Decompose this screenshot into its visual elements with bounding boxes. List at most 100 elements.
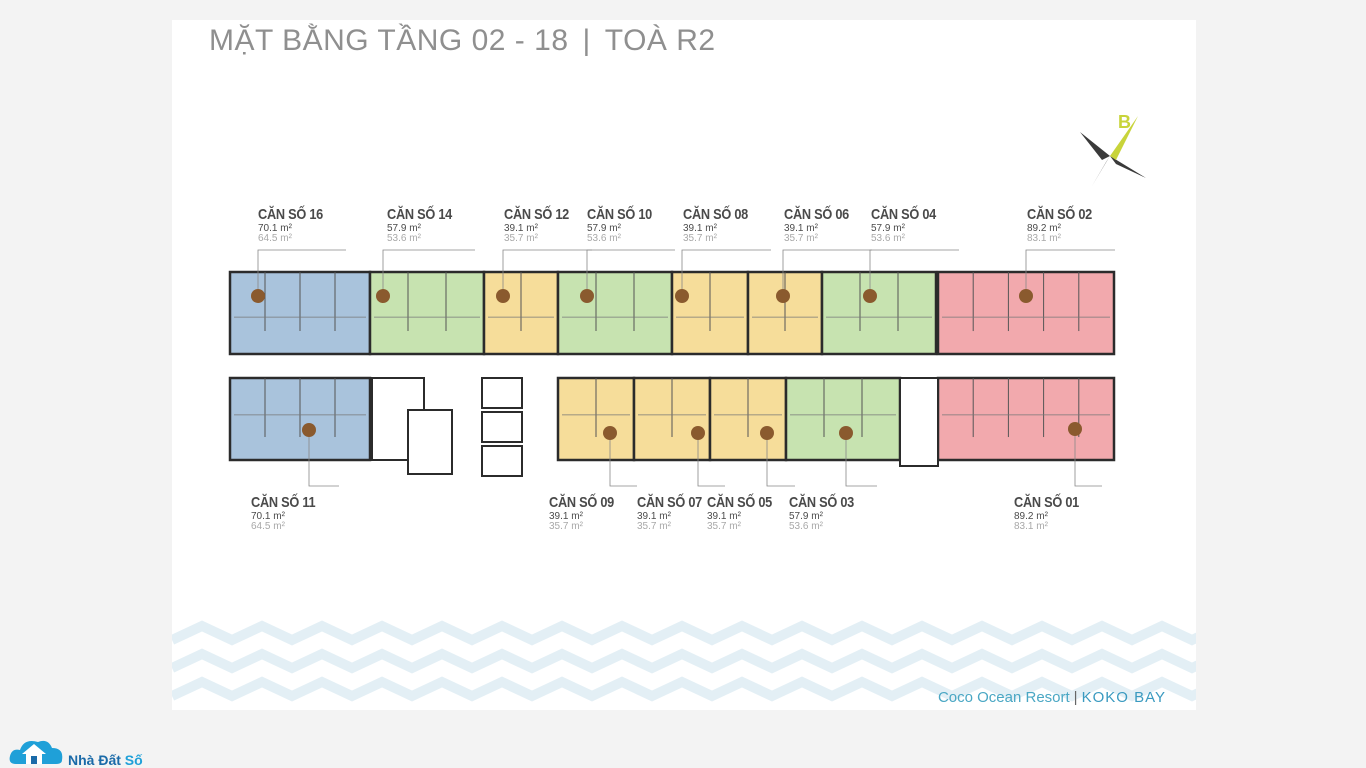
unit-name: CĂN SỐ 04 — [871, 206, 937, 223]
leader-line — [681, 249, 771, 296]
unit-marker — [675, 289, 689, 303]
unit-marker — [863, 289, 877, 303]
unit-area-net: 35.7 m² — [504, 233, 538, 244]
unit-marker — [580, 289, 594, 303]
unit-marker — [1019, 289, 1033, 303]
elevator-3 — [481, 445, 523, 477]
unit-footprint — [556, 270, 674, 356]
unit-area-total: 39.1 m² — [707, 511, 741, 522]
unit-6[interactable] — [746, 249, 872, 356]
leader-line — [697, 433, 725, 487]
building-core — [230, 356, 1114, 477]
unit-name: CĂN SỐ 03 — [789, 494, 855, 511]
unit-12[interactable] — [708, 376, 795, 487]
watermark-part1: Nhà Đất — [68, 752, 125, 768]
unit-marker — [251, 289, 265, 303]
unit-area-net: 35.7 m² — [637, 521, 671, 532]
unit-area-total: 89.2 m² — [1014, 511, 1048, 522]
floor-plan-diagram — [172, 249, 1196, 702]
leader-line — [382, 249, 475, 296]
unit-name: CĂN SỐ 10 — [587, 206, 653, 223]
unit-area-total: 57.9 m² — [387, 223, 421, 234]
watermark-part2: Số — [124, 752, 143, 768]
leader-line — [1025, 249, 1115, 296]
unit-marker — [376, 289, 390, 303]
watermark-text: Nhà Đất Số — [68, 752, 143, 768]
leader-line — [869, 249, 959, 296]
brand-footer: Coco Ocean Resort|KOKO BAY — [938, 689, 1166, 706]
unit-name: CĂN SỐ 14 — [387, 206, 453, 223]
title-floor: MẶT BẰNG TẦNG 02 - 18 — [209, 24, 569, 57]
unit-area-total: 39.1 m² — [549, 511, 583, 522]
unit-area-net: 53.6 m² — [587, 233, 621, 244]
unit-area-total: 70.1 m² — [251, 511, 285, 522]
elevator-left — [407, 409, 453, 475]
unit-area-total: 39.1 m² — [504, 223, 538, 234]
unit-marker — [1068, 422, 1082, 436]
brand-separator: | — [1073, 689, 1078, 706]
unit-11[interactable] — [632, 376, 725, 487]
unit-footprint — [936, 376, 1116, 462]
unit-area-net: 83.1 m² — [1027, 233, 1061, 244]
leader-line — [257, 249, 346, 296]
unit-name: CĂN SỐ 05 — [707, 494, 773, 511]
unit-marker — [496, 289, 510, 303]
leader-line — [782, 249, 872, 296]
leader-line — [609, 433, 637, 487]
unit-area-total: 89.2 m² — [1027, 223, 1061, 234]
compass-icon: B — [1080, 112, 1146, 186]
unit-2[interactable] — [368, 249, 486, 356]
unit-10[interactable] — [556, 376, 637, 487]
unit-marker — [776, 289, 790, 303]
unit-name: CĂN SỐ 02 — [1027, 206, 1093, 223]
unit-area-net: 35.7 m² — [549, 521, 583, 532]
unit-area-net: 35.7 m² — [784, 233, 818, 244]
unit-marker — [603, 426, 617, 440]
title-building: TOÀ R2 — [604, 24, 716, 57]
unit-13[interactable] — [784, 376, 902, 487]
unit-14[interactable] — [936, 376, 1116, 487]
unit-name: CĂN SỐ 12 — [504, 206, 570, 223]
elevator-2 — [481, 411, 523, 443]
unit-area-net: 64.5 m² — [251, 521, 285, 532]
unit-area-total: 39.1 m² — [784, 223, 818, 234]
brand-resort: Coco Ocean Resort — [937, 689, 1070, 706]
unit-name: CĂN SỐ 07 — [637, 494, 703, 511]
leader-line — [1074, 429, 1102, 487]
leader-line — [308, 430, 339, 487]
unit-name: CĂN SỐ 06 — [784, 206, 850, 223]
unit-area-net: 64.5 m² — [258, 233, 292, 244]
unit-1[interactable] — [228, 249, 372, 356]
unit-area-net: 53.6 m² — [789, 521, 823, 532]
elevator-1 — [481, 377, 523, 409]
title-separator: | — [582, 24, 591, 57]
unit-footprint — [820, 270, 938, 356]
leader-line — [845, 433, 877, 487]
unit-area-net: 35.7 m² — [683, 233, 717, 244]
unit-5[interactable] — [670, 249, 771, 356]
unit-footprint — [784, 376, 902, 462]
cloud-house-logo-icon — [9, 740, 63, 764]
unit-4[interactable] — [556, 249, 675, 356]
unit-area-total: 57.9 m² — [587, 223, 621, 234]
unit-area-total: 39.1 m² — [637, 511, 671, 522]
unit-name: CĂN SỐ 01 — [1014, 494, 1080, 511]
unit-area-net: 83.1 m² — [1014, 521, 1048, 532]
unit-7[interactable] — [820, 249, 959, 356]
stair-right — [899, 377, 939, 467]
unit-marker — [760, 426, 774, 440]
unit-8[interactable] — [936, 249, 1116, 356]
leader-line — [502, 249, 592, 296]
unit-9[interactable] — [228, 376, 372, 487]
